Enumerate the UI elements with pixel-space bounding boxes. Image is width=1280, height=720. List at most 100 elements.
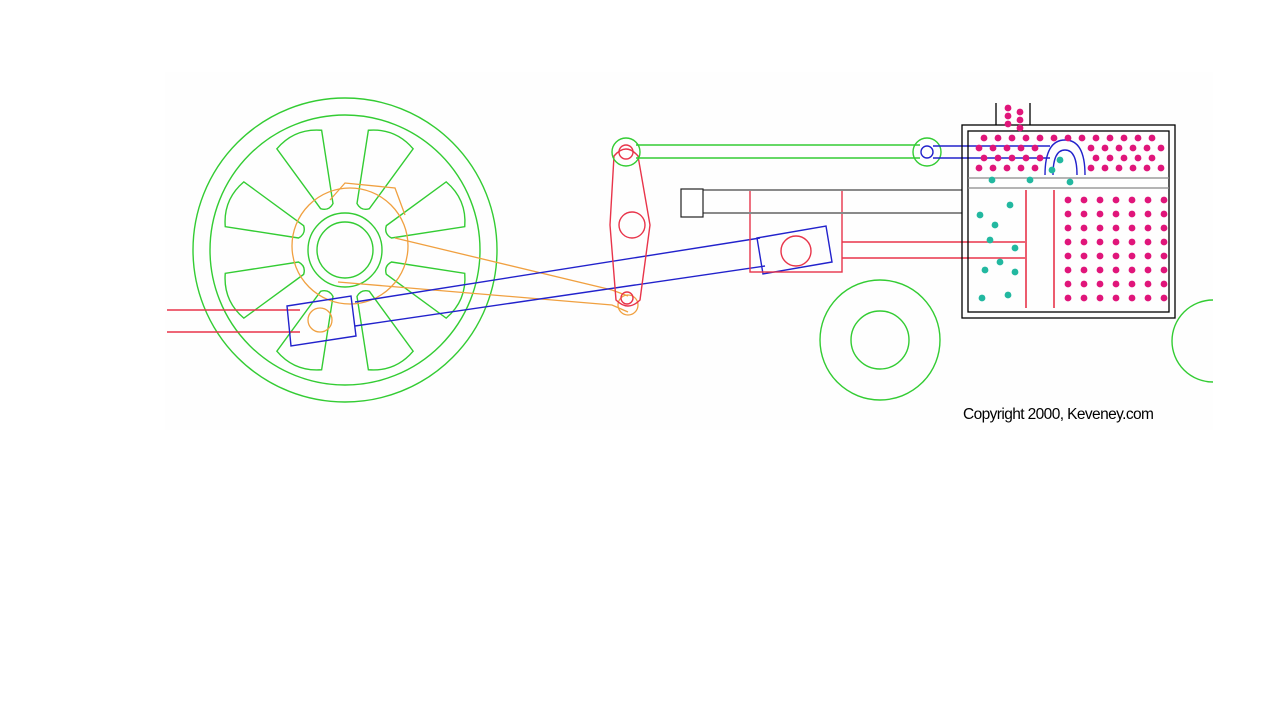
steam-dot (1134, 154, 1142, 162)
steam-dot (1101, 164, 1109, 172)
steam-dot (1112, 196, 1120, 204)
steam-dot (994, 134, 1002, 142)
eccentric-sheave (291, 187, 409, 305)
steam-dot (989, 164, 997, 172)
slide-valve-inner (1052, 149, 1078, 176)
wheel-spoke-opening (356, 129, 415, 210)
steam-dot (1144, 294, 1152, 302)
radius-rod-rear-eye (912, 137, 942, 167)
connecting-rod (286, 225, 833, 347)
steam-dot (1143, 144, 1151, 152)
steam-dot (1004, 120, 1012, 128)
steam-dot (1017, 144, 1025, 152)
steam-dot (1096, 252, 1104, 260)
steam-dot (1128, 294, 1136, 302)
steam-dot (1064, 210, 1072, 218)
steam-dot (1080, 252, 1088, 260)
steam-dot (1112, 252, 1120, 260)
steam-dot (988, 176, 996, 184)
steam-dot (1128, 210, 1136, 218)
crosshead-pin (780, 235, 812, 267)
steam-dot (996, 258, 1004, 266)
steam-dot (1157, 164, 1165, 172)
connecting-rod-big-end (286, 295, 357, 347)
steam-dot (1008, 134, 1016, 142)
steam-dot (1080, 224, 1088, 232)
steam-dot (1160, 196, 1168, 204)
steam-dot (1036, 134, 1044, 142)
steam-dot (1080, 294, 1088, 302)
steam-dot (1096, 294, 1104, 302)
connecting-rod-upper-edge (354, 237, 761, 303)
steam-dot (1143, 164, 1151, 172)
steam-dot (1016, 124, 1024, 132)
steam-dot (1092, 134, 1100, 142)
pony-wheel (819, 279, 1214, 401)
driving-wheel-rim-outer (192, 97, 498, 403)
steam-dot (1144, 280, 1152, 288)
driving-wheel-hub-outer (307, 212, 383, 288)
radius-rod-front-eye (611, 137, 641, 167)
steam-dot (1160, 238, 1168, 246)
steam-dot (994, 154, 1002, 162)
steam-dot (1004, 291, 1012, 299)
steam-dot (1160, 252, 1168, 260)
steam-dot (1026, 176, 1034, 184)
steam-dot (1096, 210, 1104, 218)
diagram-panel (165, 72, 1213, 430)
steam-dot (1112, 224, 1120, 232)
wheel-spoke-opening (224, 180, 305, 239)
wheel-spoke-opening (385, 261, 466, 320)
steam-dot (1115, 144, 1123, 152)
steam-dot (1160, 266, 1168, 274)
steam-dot (1115, 164, 1123, 172)
crosshead (749, 189, 1025, 273)
steam-dot (1112, 280, 1120, 288)
steam-dot (1064, 294, 1072, 302)
steam-dot (981, 266, 989, 274)
steam-dot (1157, 144, 1165, 152)
steam-dot (989, 144, 997, 152)
wheel-spoke-opening (275, 129, 334, 210)
steam-dot (1050, 134, 1058, 142)
steam-dot (1106, 134, 1114, 142)
steam-dot (976, 211, 984, 219)
steam-dot (1120, 134, 1128, 142)
radius-rod (611, 137, 942, 167)
reversing-lever-top-pivot (618, 144, 634, 160)
second-wheel-edge (1171, 299, 1214, 383)
steam-dot (1112, 294, 1120, 302)
steam-dot (1004, 104, 1012, 112)
steam-dot (1011, 244, 1019, 252)
steam-dot (1080, 266, 1088, 274)
eccentric-strap (329, 182, 406, 216)
steam-dot (1101, 144, 1109, 152)
steam-dot (1031, 164, 1039, 172)
steam-dot (1144, 238, 1152, 246)
steam-dot (1006, 201, 1014, 209)
steam-dot (1011, 268, 1019, 276)
steam-dot (1096, 280, 1104, 288)
wheel-spoke-opening (385, 180, 466, 239)
steam-dot (1128, 266, 1136, 274)
reversing-lever-bottom-pivot (620, 291, 634, 305)
eccentric-rod-upper (394, 237, 629, 297)
steam-dot (1128, 238, 1136, 246)
steam-dot (1003, 144, 1011, 152)
steam-dot (1096, 224, 1104, 232)
steam-dot (1022, 134, 1030, 142)
coupling-rods (167, 309, 300, 333)
cylinder-casing-outer (961, 124, 1176, 319)
steam-dot (1144, 210, 1152, 218)
cylinder (961, 103, 1176, 319)
steam-dot (1128, 196, 1136, 204)
steam-dot (1078, 134, 1086, 142)
steam-dot (1112, 210, 1120, 218)
guide-bars (703, 189, 962, 214)
copyright-notice: Copyright 2000, Keveney.com (963, 406, 1154, 423)
steam-dot (1096, 266, 1104, 274)
steam-dot (1148, 154, 1156, 162)
steam-dot (1064, 196, 1072, 204)
